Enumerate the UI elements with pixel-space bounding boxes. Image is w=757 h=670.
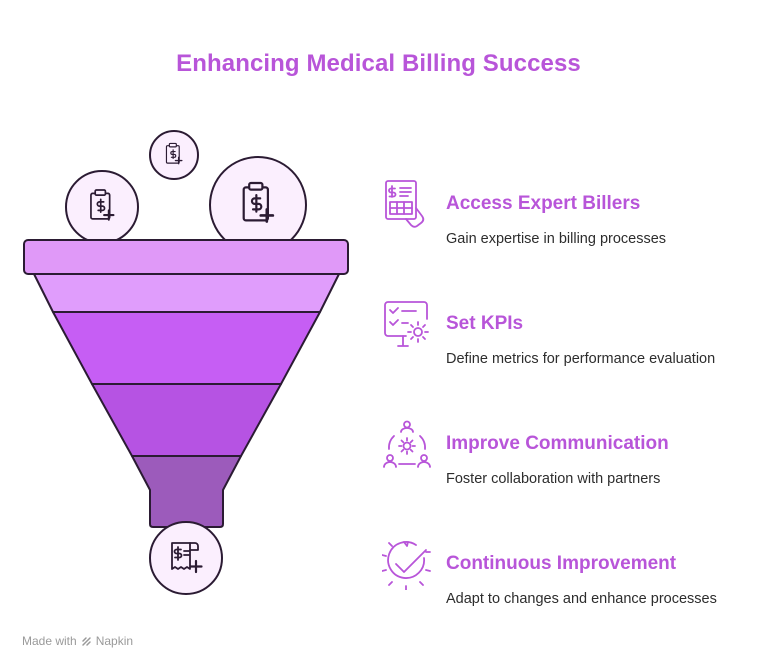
step-heading: Access Expert Billers <box>446 193 641 214</box>
funnel-layer-2 <box>52 311 321 385</box>
made-with-footer: Made with Napkin <box>22 634 133 648</box>
napkin-logo-icon <box>81 636 91 646</box>
step-heading: Improve Communication <box>446 433 669 454</box>
funnel-layer-1 <box>33 273 340 313</box>
step-description: Gain expertise in billing processes <box>446 231 667 247</box>
footer-made-with: Made with <box>22 634 77 648</box>
billing-form-hand-icon <box>385 180 425 228</box>
bottom-output-circle <box>149 521 223 595</box>
gear-check-icon <box>382 541 431 590</box>
billing-receipt-icon <box>171 542 203 574</box>
step-description: Foster collaboration with partners <box>446 471 661 487</box>
top-icon-right <box>209 156 307 254</box>
team-gear-icon <box>383 420 431 468</box>
step-description: Adapt to changes and enhance processes <box>446 591 717 607</box>
checklist-gear-icon <box>384 301 429 347</box>
funnel-rim <box>23 239 349 275</box>
funnel-diagram <box>23 130 349 595</box>
step-access-expert-billers: Access Expert Billers Gain expertise in … <box>380 180 750 250</box>
step-continuous-improvement: Continuous Improvement Adapt to changes … <box>380 540 750 610</box>
top-icon-left <box>65 170 139 244</box>
step-improve-communication: Improve Communication Foster collaborati… <box>380 420 750 490</box>
top-icon-small <box>149 130 199 180</box>
funnel-spout <box>131 455 242 528</box>
step-description: Define metrics for performance evaluatio… <box>446 351 716 367</box>
funnel-layer-3 <box>91 383 282 457</box>
step-heading: Set KPIs <box>446 313 524 334</box>
footer-brand: Napkin <box>95 634 134 648</box>
page-title: Enhancing Medical Billing Success <box>176 50 581 77</box>
step-heading: Continuous Improvement <box>446 553 677 574</box>
step-set-kpis: Set KPIs Define metrics for performance … <box>380 300 750 370</box>
